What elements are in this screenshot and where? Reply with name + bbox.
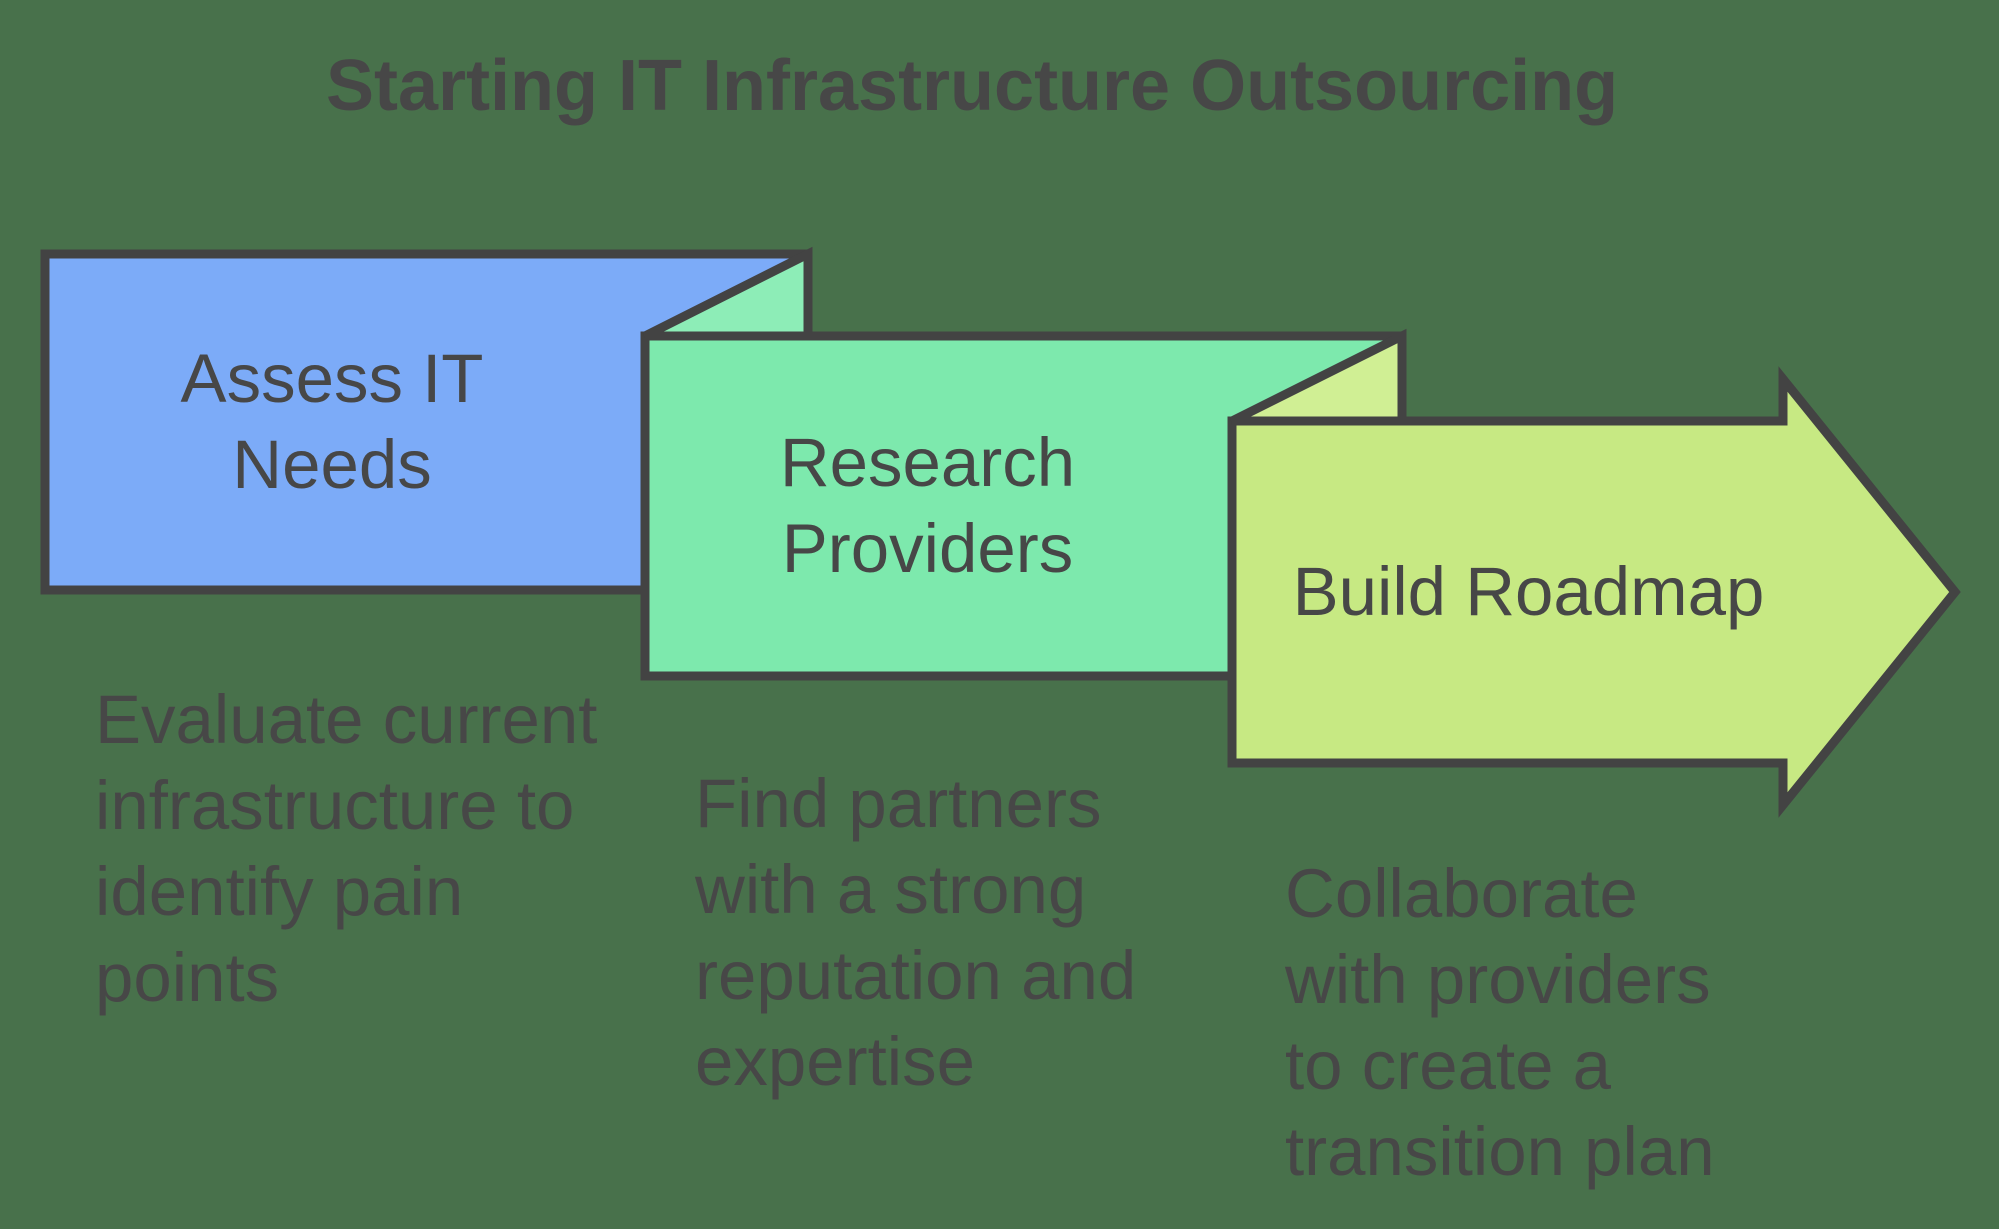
step3-fold-shape	[1229, 328, 1407, 426]
step3-arrow-shape	[1227, 366, 1961, 818]
step3-label: Build Roadmap	[1292, 553, 1765, 630]
step1-label: Assess IT Needs	[180, 340, 484, 503]
step2-fold-shape	[642, 246, 813, 341]
diagram-title: Starting IT Infrastructure Outsourcing	[326, 46, 1619, 126]
step3-description: Collaborate with providers to create a t…	[1285, 855, 1715, 1190]
step2-label: Research Providers	[779, 424, 1076, 587]
step2-description: Find partners with a strong reputation a…	[695, 765, 1137, 1100]
step1-description: Evaluate current infrastructure to ident…	[95, 681, 598, 1016]
